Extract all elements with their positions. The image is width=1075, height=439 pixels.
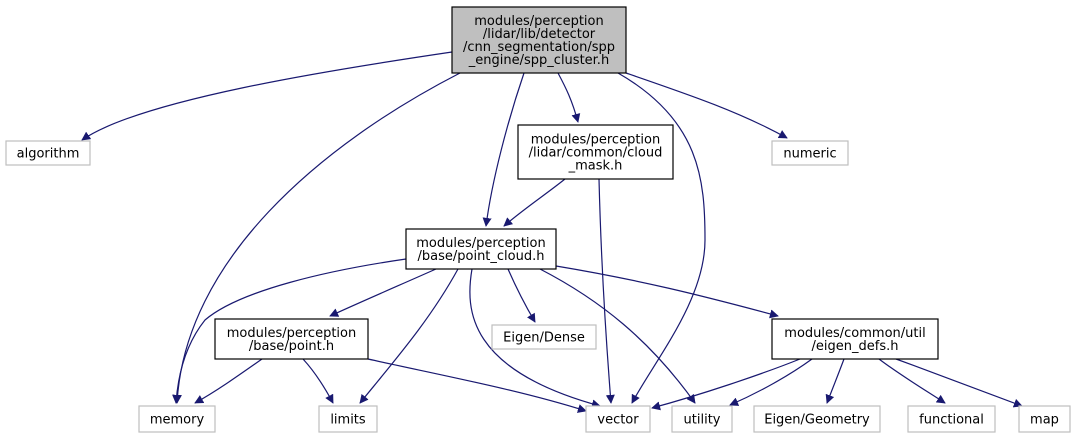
edge-eigen_defs-to-utility	[729, 358, 813, 406]
edge-point_cloud-to-point	[329, 268, 437, 317]
node-label-line: _mask.h	[568, 159, 623, 174]
node-map[interactable]: map	[1018, 405, 1071, 433]
node-box	[5, 140, 91, 166]
node-point[interactable]: modules/perception/base/point.h	[214, 318, 369, 360]
node-label-line: algorithm	[17, 147, 80, 162]
node-vector[interactable]: vector	[585, 405, 651, 433]
edge-eigen_defs-to-vector	[651, 358, 801, 411]
node-box	[771, 140, 849, 166]
node-box	[771, 318, 939, 360]
edge-point_cloud-to-limits	[359, 268, 459, 404]
node-label-line: memory	[150, 413, 205, 428]
edge-point_cloud-to-eigen_defs	[555, 265, 779, 319]
node-label-line: Eigen/Geometry	[764, 413, 870, 428]
node-box	[451, 6, 627, 74]
node-eigen_dense[interactable]: Eigen/Dense	[491, 324, 597, 350]
node-label-line: functional	[919, 413, 984, 428]
node-label-line: Eigen/Dense	[503, 331, 585, 346]
node-box	[318, 405, 378, 433]
edge-spp_cluster-to-memory	[172, 72, 461, 404]
edge-point-to-limits	[302, 358, 334, 404]
node-eigen_geometry[interactable]: Eigen/Geometry	[753, 405, 881, 433]
edge-point_cloud-to-vector	[469, 268, 601, 409]
edge-cloud_mask-to-point_cloud	[503, 178, 566, 227]
edge-point_cloud-to-memory	[172, 258, 407, 404]
edge-eigen_defs-to-functional	[878, 358, 946, 404]
edge-spp_cluster-to-cloud_mask	[557, 72, 581, 123]
node-label-line: /base/point.h	[249, 339, 334, 354]
edge-point-to-vector	[367, 358, 587, 413]
edge-point-to-memory	[194, 358, 263, 404]
node-label-line: numeric	[783, 147, 836, 162]
node-limits[interactable]: limits	[318, 405, 378, 433]
node-box	[138, 405, 216, 433]
node-box	[585, 405, 651, 433]
node-label-line: /lidar/common/cloud	[529, 146, 663, 161]
node-utility[interactable]: utility	[671, 405, 733, 433]
node-box	[405, 228, 557, 270]
node-box	[517, 124, 674, 180]
edge-point_cloud-to-utility	[539, 268, 696, 404]
node-label-line: modules/perception	[474, 14, 603, 29]
node-label-line: _engine/spp_cluster.h	[468, 53, 609, 68]
node-label-line: /lidar/lib/detector	[483, 27, 596, 42]
node-label-line: utility	[684, 413, 721, 428]
node-label-line: map	[1030, 413, 1059, 428]
node-label-line: vector	[597, 413, 639, 428]
edges	[81, 51, 1023, 413]
node-label-line: /cnn_segmentation/spp	[463, 40, 615, 55]
edge-point_cloud-to-eigen_dense	[507, 268, 536, 323]
edge-spp_cluster-to-algorithm	[81, 51, 453, 141]
node-memory[interactable]: memory	[138, 405, 216, 433]
edge-spp_cluster-to-vector	[617, 72, 706, 404]
edge-spp_cluster-to-numeric	[625, 72, 788, 139]
node-box	[753, 405, 881, 433]
node-numeric[interactable]: numeric	[771, 140, 849, 166]
edge-cloud_mask-to-vector	[598, 178, 615, 404]
node-label-line: modules/common/util	[784, 326, 925, 341]
node-algorithm[interactable]: algorithm	[5, 140, 91, 166]
edge-spp_cluster-to-point_cloud	[482, 72, 525, 227]
node-box	[1018, 405, 1071, 433]
node-box	[907, 405, 996, 433]
node-point_cloud[interactable]: modules/perception/base/point_cloud.h	[405, 228, 557, 270]
node-cloud_mask[interactable]: modules/perception/lidar/common/cloud_ma…	[517, 124, 674, 180]
node-box	[491, 324, 597, 350]
edge-eigen_defs-to-map	[895, 358, 1023, 408]
node-eigen_defs[interactable]: modules/common/util/eigen_defs.h	[771, 318, 939, 360]
node-functional[interactable]: functional	[907, 405, 996, 433]
node-label-line: modules/perception	[416, 236, 545, 251]
node-label-line: modules/perception	[531, 133, 660, 148]
node-box	[214, 318, 369, 360]
nodes: modules/perception/lidar/lib/detector/cn…	[5, 6, 1071, 433]
edge-eigen_defs-to-eigen_geometry	[825, 358, 845, 404]
node-label-line: limits	[330, 413, 366, 428]
node-box	[671, 405, 733, 433]
node-spp_cluster[interactable]: modules/perception/lidar/lib/detector/cn…	[451, 6, 627, 74]
node-label-line: modules/perception	[227, 326, 356, 341]
node-label-line: /base/point_cloud.h	[418, 249, 545, 264]
node-label-line: /eigen_defs.h	[812, 339, 899, 354]
